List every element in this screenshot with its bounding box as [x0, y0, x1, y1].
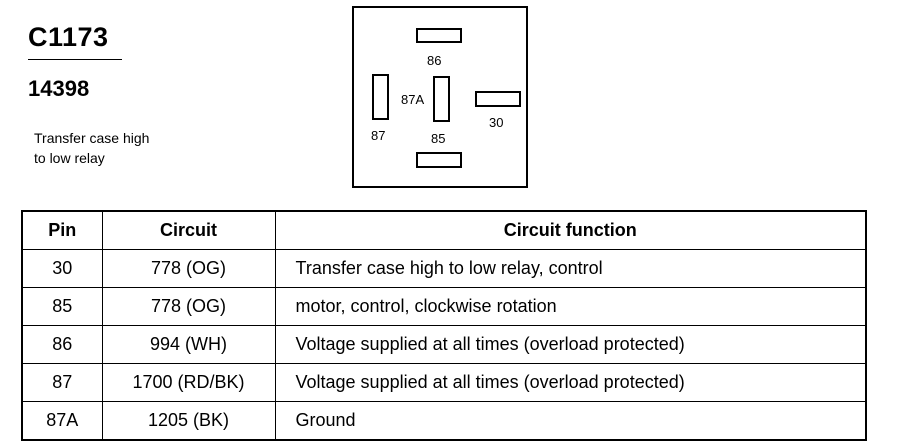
pin-table: Pin Circuit Circuit function 30 778 (OG)… [21, 210, 867, 441]
cell-pin: 86 [21, 325, 103, 364]
cell-function: motor, control, clockwise rotation [274, 287, 867, 326]
connector-face-diagram: 86 87 87A 85 30 [352, 6, 528, 188]
description-line-1: Transfer case high [34, 130, 150, 146]
table-row: 86 994 (WH) Voltage supplied at all time… [21, 325, 867, 364]
part-number: 14398 [28, 76, 90, 101]
table-row: 85 778 (OG) motor, control, clockwise ro… [21, 287, 867, 326]
cell-circuit: 994 (WH) [101, 325, 276, 364]
table-row: 87A 1205 (BK) Ground [21, 401, 867, 441]
connector-description: Transfer case high to low relay [34, 128, 194, 168]
cell-circuit: 778 (OG) [101, 287, 276, 326]
cell-pin: 87 [21, 363, 103, 402]
cell-circuit: 778 (OG) [101, 249, 276, 288]
pin-85-terminal [416, 152, 462, 168]
pin-87-label: 87 [371, 128, 386, 143]
table-row: 30 778 (OG) Transfer case high to low re… [21, 249, 867, 288]
connector-id: C1173 [28, 22, 109, 52]
table-row: 87 1700 (RD/BK) Voltage supplied at all … [21, 363, 867, 402]
pin-30-terminal [475, 91, 521, 107]
cell-function: Ground [274, 401, 867, 441]
table-header-row: Pin Circuit Circuit function [21, 210, 867, 250]
pin-86-terminal [416, 28, 462, 43]
connector-id-underline [28, 59, 122, 60]
header-circuit: Circuit [101, 210, 276, 250]
pin-30-label: 30 [489, 115, 504, 130]
cell-function: Voltage supplied at all times (overload … [274, 325, 867, 364]
description-line-2: to low relay [34, 150, 105, 166]
cell-pin: 85 [21, 287, 103, 326]
pin-85-label: 85 [431, 131, 446, 146]
cell-pin: 87A [21, 401, 103, 441]
cell-circuit: 1700 (RD/BK) [101, 363, 276, 402]
header-pin: Pin [21, 210, 103, 250]
pin-87-terminal [372, 74, 389, 120]
cell-pin: 30 [21, 249, 103, 288]
header-circuit-function: Circuit function [274, 210, 867, 250]
pin-86-label: 86 [427, 53, 442, 68]
cell-function: Transfer case high to low relay, control [274, 249, 867, 288]
pin-87A-terminal [433, 76, 450, 122]
cell-function: Voltage supplied at all times (overload … [274, 363, 867, 402]
cell-circuit: 1205 (BK) [101, 401, 276, 441]
pin-87A-label: 87A [401, 92, 425, 107]
